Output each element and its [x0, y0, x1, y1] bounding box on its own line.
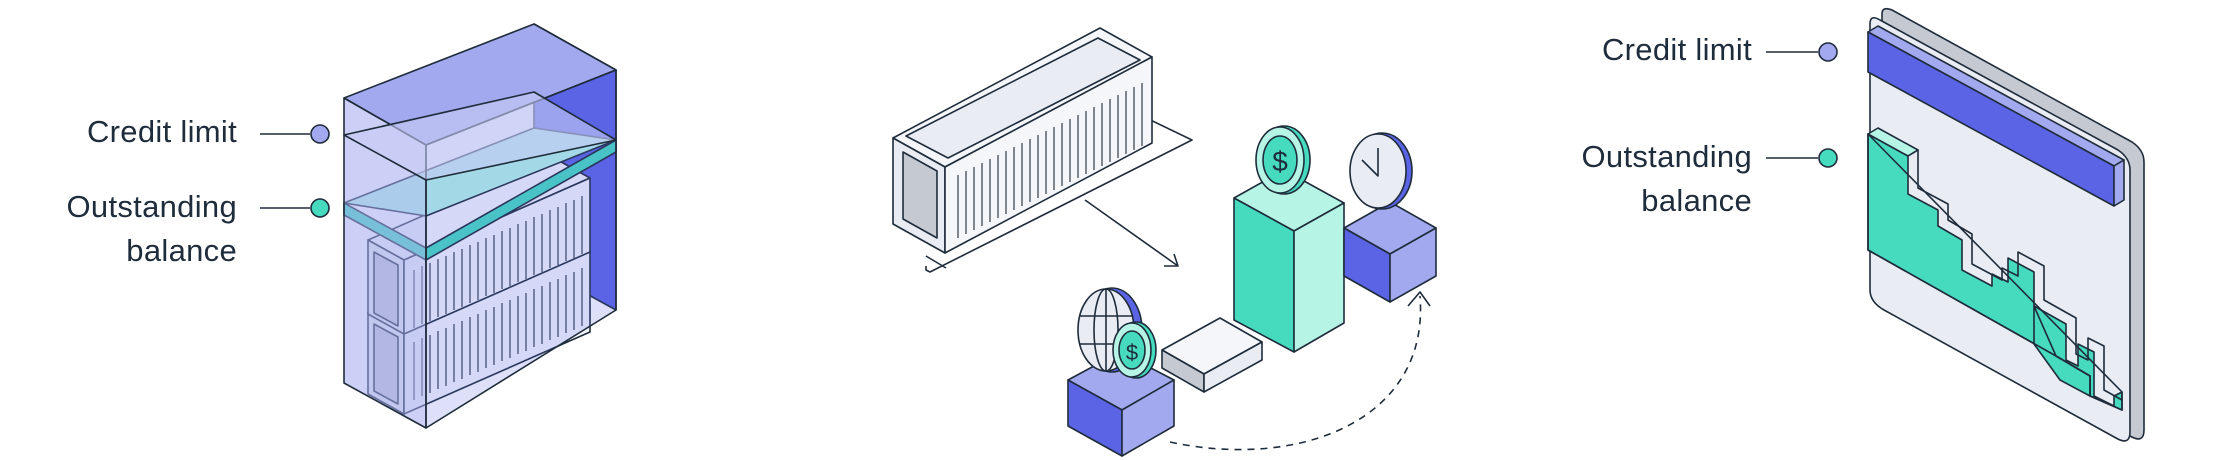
panel2-shipping-container: [892, 27, 1153, 254]
panel1-credit-limit-dot: [310, 124, 330, 144]
panel1-outstanding-label-line1: Outstanding: [66, 189, 237, 224]
panel2-blue-cube-clock: [1343, 201, 1437, 303]
panel2-container-shadow-outline: [925, 114, 1193, 273]
panel1-credit-limit-plane: [343, 91, 617, 181]
panel1-outstanding-label-line2: balance: [126, 233, 237, 268]
panel2-dashed-return-arrow: [1169, 295, 1422, 451]
panel2-container-door: [902, 151, 938, 239]
panel1-leaders: [260, 124, 330, 218]
panel3-outstanding-label-line1: Outstanding: [1581, 139, 1752, 174]
panel2-grey-slab: [1161, 317, 1263, 393]
panel3-outstanding-dot: [1818, 148, 1838, 168]
panel1-outstanding-dot: [310, 198, 330, 218]
panel3-credit-limit-dot: [1818, 42, 1838, 62]
svg-text:$: $: [1126, 340, 1138, 365]
panel2-trade-flow-illustration: $: [892, 27, 1437, 457]
panel1-credit-limit-label: Credit limit: [86, 114, 237, 149]
panel3-outstanding-area: [1867, 127, 2123, 411]
panel3-leaders: [1766, 42, 1838, 168]
panel3-credit-limit-bar: [1867, 25, 2125, 207]
panel2-dollar-coin-icon: $: [1255, 125, 1311, 195]
svg-text:$: $: [1272, 146, 1288, 177]
panel3-dashboard-illustration: [1867, 7, 2145, 442]
panel2-mint-pillar: [1233, 169, 1345, 353]
panel1-credit-container-illustration: [343, 23, 617, 429]
panel2-flow-arrow: [1084, 199, 1179, 267]
panel3-credit-limit-label: Credit limit: [1601, 32, 1752, 67]
panel2-small-dollar-coin-icon: $: [1112, 321, 1157, 379]
panel2-clock-icon: [1349, 132, 1413, 210]
panel3-outstanding-label-line2: balance: [1641, 183, 1752, 218]
